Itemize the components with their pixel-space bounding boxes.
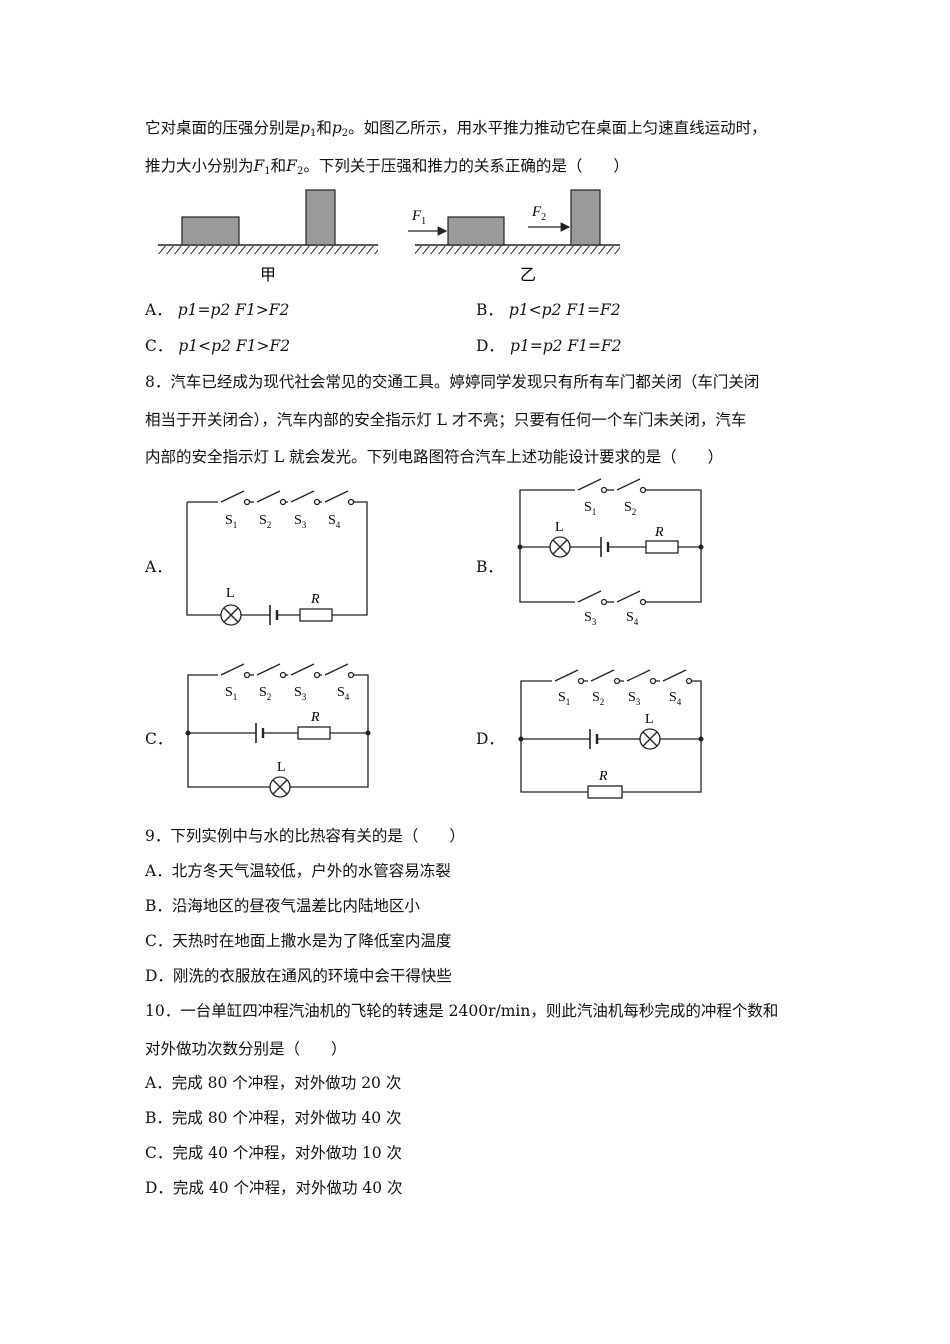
- F2-symbol: F: [286, 157, 297, 175]
- option-text: p1=p2 F1=F2: [509, 337, 622, 355]
- q10-option-B: B．完成 80 个冲程，对外做功 40 次: [145, 1109, 402, 1127]
- block-flat: [181, 216, 240, 246]
- svg-text:S1: S1: [225, 513, 237, 530]
- svg-text:S1: S1: [558, 690, 570, 707]
- q8-option-C-letter: C．: [145, 730, 173, 748]
- q8-stem-line1: 8．汽车已经成为现代社会常见的交通工具。婷婷同学发现只有所有车门都关闭（车门关闭: [145, 373, 760, 391]
- svg-text:S2: S2: [259, 513, 271, 530]
- q10-option-A: A．完成 80 个冲程，对外做功 20 次: [145, 1074, 402, 1092]
- resistor-icon: [299, 608, 333, 622]
- block-upright-pushed: [570, 189, 601, 246]
- q7-text: 和: [316, 119, 332, 137]
- svg-text:L: L: [226, 586, 235, 601]
- q9-option-C: C．天热时在地面上撒水是为了降低室内温度: [145, 932, 452, 950]
- q10-stem-line1: 10．一台单缸四冲程汽油机的飞轮的转速是 2400r/min，则此汽油机每秒完成…: [145, 1002, 779, 1020]
- q7-option-C: C． p1<p2 F1>F2: [145, 336, 290, 356]
- q10-option-D: D．完成 40 个冲程，对外做功 40 次: [145, 1179, 403, 1197]
- svg-text:S1: S1: [225, 685, 237, 702]
- circuit-B: S1 S2 L R S3 S4: [517, 478, 704, 627]
- hatching-right: [415, 246, 620, 254]
- q7-text: 它对桌面的压强分别是: [145, 119, 301, 137]
- F1-subscript: 1: [264, 166, 271, 177]
- option-letter: B．: [476, 301, 503, 319]
- q8-option-A-letter: A．: [145, 558, 172, 576]
- circuit-C: S1 S2 S3 S4 R L: [185, 663, 371, 798]
- q7-figure: 甲 F1 F2 乙: [158, 189, 620, 284]
- q9-option-B: B．沿海地区的昼夜气温差比内陆地区小: [145, 897, 420, 915]
- block-flat-pushed: [447, 216, 505, 246]
- q7-option-D: D． p1=p2 F1=F2: [476, 336, 622, 356]
- svg-text:S3: S3: [294, 685, 307, 702]
- q9-option-D: D．刚洗的衣服放在通风的环境中会干得快些: [145, 967, 452, 985]
- svg-text:S2: S2: [259, 685, 271, 702]
- F2-subscript: 2: [296, 166, 304, 177]
- svg-text:S3: S3: [628, 690, 641, 707]
- svg-text:S3: S3: [584, 610, 597, 627]
- q9-stem: 9．下列实例中与水的比热容有关的是（ ）: [145, 827, 465, 845]
- caption-jia: 甲: [260, 267, 276, 284]
- svg-text:S4: S4: [669, 690, 682, 707]
- hatching-left: [158, 246, 378, 254]
- option-text: p1=p2 F1>F2: [177, 301, 290, 319]
- svg-text:R: R: [310, 710, 320, 725]
- svg-text:L: L: [645, 712, 654, 727]
- svg-text:R: R: [598, 769, 608, 784]
- F1-symbol: F: [253, 157, 265, 175]
- p1-symbol: p: [300, 119, 310, 137]
- svg-text:R: R: [654, 525, 664, 540]
- svg-text:S2: S2: [624, 500, 636, 517]
- circuit-A: S1 S2 S3 S4 L R: [186, 490, 368, 626]
- svg-text:S3: S3: [294, 513, 307, 530]
- p2-symbol: p: [331, 119, 342, 137]
- option-text: p1<p2 F1>F2: [178, 337, 291, 355]
- q8-stem-line3: 内部的安全指示灯 L 就会发光。下列电路图符合汽车上述功能设计要求的是（ ）: [145, 448, 724, 466]
- svg-text:S2: S2: [592, 690, 604, 707]
- q10-stem-line2: 对外做功次数分别是（ ）: [145, 1040, 347, 1058]
- q7-text: 推力大小分别为: [145, 157, 254, 175]
- svg-text:L: L: [277, 760, 286, 775]
- option-letter: D．: [476, 337, 504, 355]
- svg-text:S1: S1: [584, 500, 596, 517]
- q7-text: 和: [270, 157, 287, 175]
- option-letter: C．: [145, 337, 173, 355]
- svg-text:S4: S4: [328, 513, 341, 530]
- q7-option-A: A． p1=p2 F1>F2: [145, 300, 289, 320]
- q8-option-B-letter: B．: [476, 558, 503, 576]
- q9-option-A: A．北方冬天气温较低，户外的水管容易冻裂: [145, 862, 451, 880]
- q8-stem-line2: 相当于开关闭合），汽车内部的安全指示灯 L 才不亮；只要有任何一个车门未关闭，汽…: [145, 411, 747, 429]
- label-F1: F1: [411, 208, 426, 227]
- caption-yi: 乙: [520, 267, 536, 284]
- svg-text:S4: S4: [337, 685, 350, 702]
- q7-text: 。下列关于压强和推力的关系正确的是（ ）: [303, 157, 629, 175]
- p1-subscript: 1: [309, 128, 317, 139]
- svg-text:R: R: [310, 592, 320, 607]
- option-letter: A．: [145, 301, 172, 319]
- q7-stem-line2: 推力大小分别为F1和F2。下列关于压强和推力的关系正确的是（ ）: [145, 156, 629, 182]
- p2-subscript: 2: [341, 128, 349, 139]
- label-F2: F2: [531, 204, 546, 223]
- svg-text:L: L: [555, 520, 564, 535]
- q8-option-D-letter: D．: [476, 730, 504, 748]
- block-upright: [305, 189, 336, 246]
- q7-option-B: B． p1<p2 F1=F2: [476, 300, 621, 320]
- q7-text: 。如图乙所示，用水平推力推动它在桌面上匀速直线运动时，: [348, 119, 767, 137]
- q7-stem-line1: 它对桌面的压强分别是p1和p2。如图乙所示，用水平推力推动它在桌面上匀速直线运动…: [145, 118, 767, 144]
- option-text: p1<p2 F1=F2: [508, 301, 621, 319]
- q10-option-C: C．完成 40 个冲程，对外做功 10 次: [145, 1144, 403, 1162]
- svg-text:S4: S4: [626, 610, 639, 627]
- circuit-D: S1 S2 S3 S4 L R: [518, 669, 704, 799]
